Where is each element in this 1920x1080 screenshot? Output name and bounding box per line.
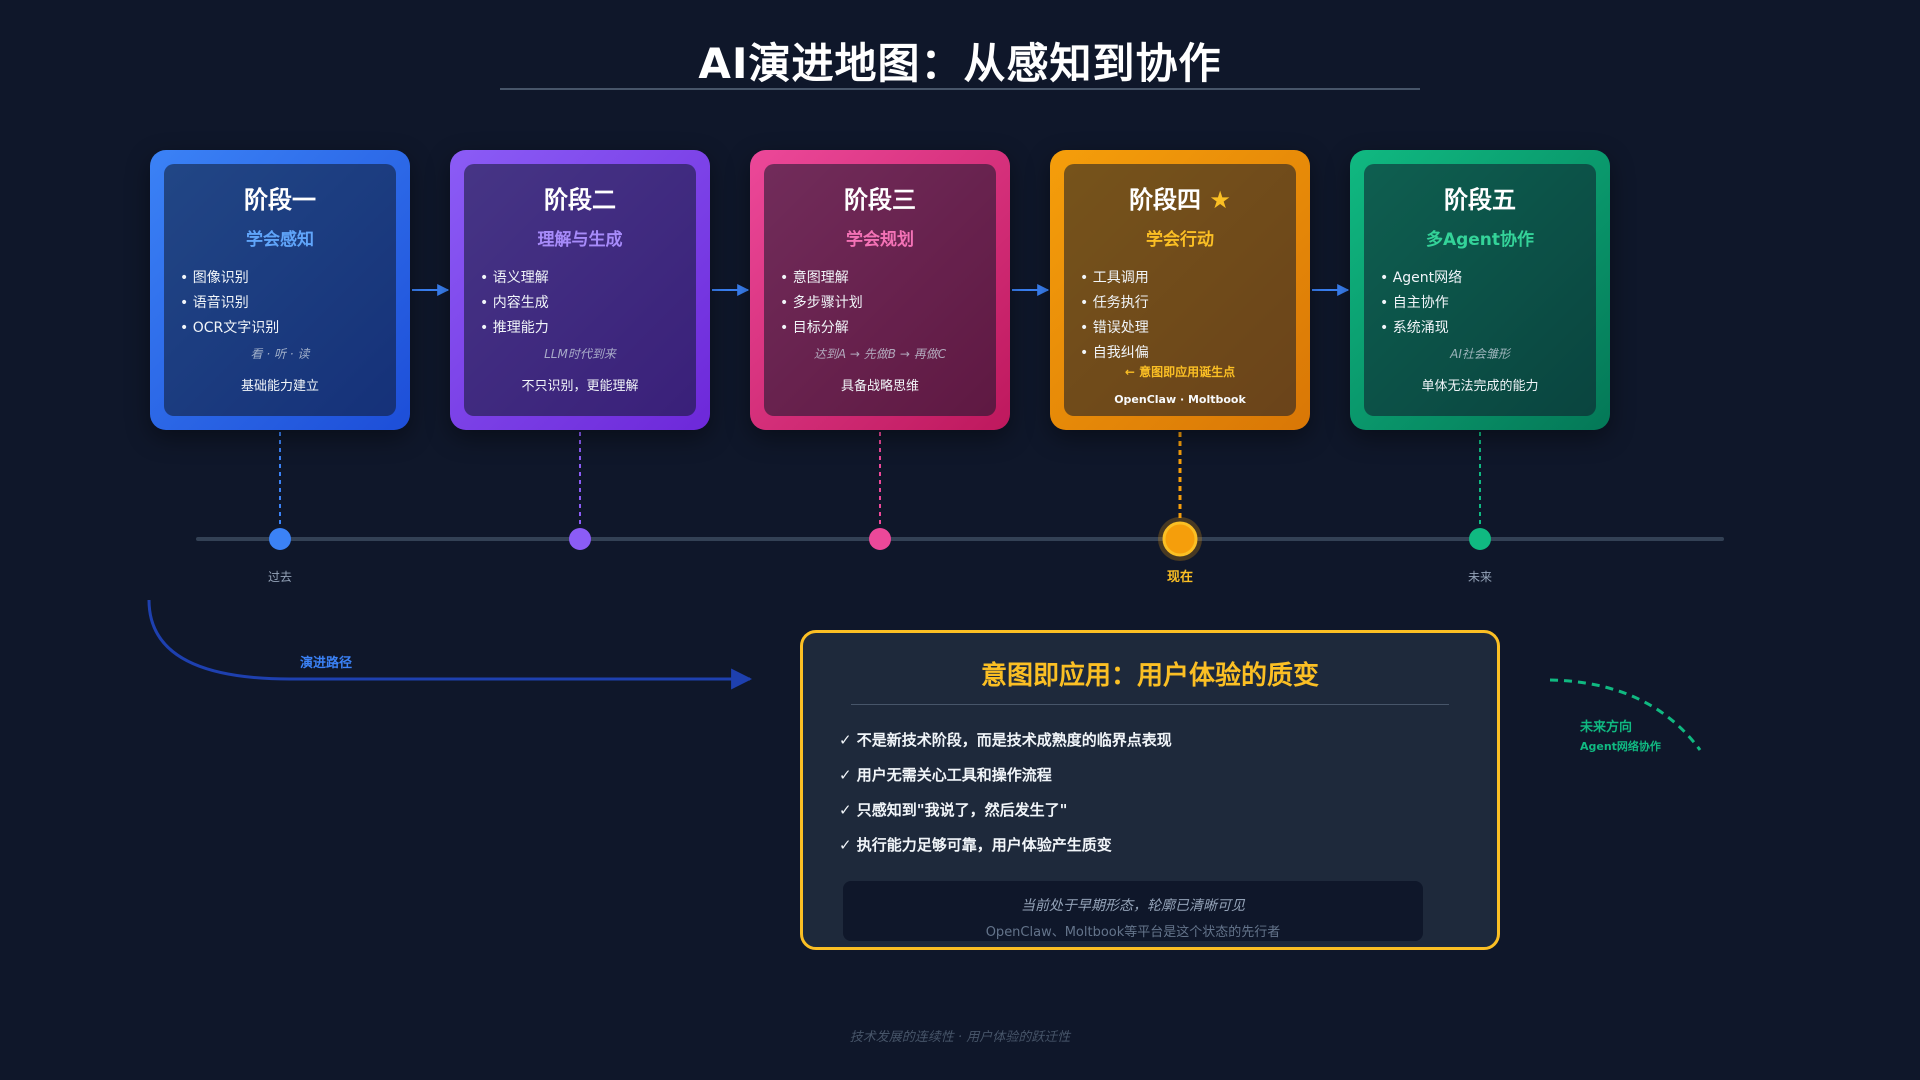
stage-item: • 错误处理	[1080, 320, 1149, 336]
stage-footer: 单体无法完成的能力	[1421, 379, 1539, 394]
title-divider	[500, 88, 1420, 90]
future-direction-sub: Agent网络协作	[1580, 740, 1661, 753]
stage-card-5: 阶段五 多Agent协作 • Agent网络 • 自主协作 • 系统涌现 AI社…	[1350, 150, 1610, 430]
timeline-label-past: 过去	[267, 570, 292, 584]
stage-item: • 意图理解	[780, 270, 849, 286]
stage-item: • 语义理解	[480, 270, 549, 286]
page-title: AI演进地图：从感知到协作	[698, 39, 1222, 88]
stage-title: 阶段五	[1444, 186, 1516, 214]
timeline-label-now: 现在	[1166, 570, 1193, 585]
stage-title-text: 阶段四	[1129, 186, 1202, 214]
timeline-node-2	[569, 528, 591, 550]
stage-item: • 目标分解	[780, 320, 849, 336]
panel-status-box: 当前处于早期形态，轮廓已清晰可见 OpenClaw、Moltbook等平台是这个…	[843, 881, 1423, 941]
stage-item: • OCR文字识别	[180, 320, 280, 336]
panel-status-sub: OpenClaw、Moltbook等平台是这个状态的先行者	[985, 925, 1281, 940]
stage-card-2: 阶段二 理解与生成 • 语义理解 • 内容生成 • 推理能力 LLM时代到来 不…	[450, 150, 710, 430]
intent-panel: 意图即应用：用户体验的质变 ✓ 不是新技术阶段，而是技术成熟度的临界点表现 ✓ …	[800, 630, 1500, 950]
stage-title: 阶段二	[544, 186, 616, 214]
stage-note: LLM时代到来	[544, 347, 616, 361]
star-icon: ★	[1209, 186, 1231, 214]
stage-title: 阶段一	[244, 186, 316, 214]
stage-item: • 系统涌现	[1380, 320, 1449, 336]
stage-item: • 自我纠偏	[1080, 345, 1149, 361]
stage-item: • 自主协作	[1380, 295, 1449, 311]
stage-card-1: 阶段一 学会感知 • 图像识别 • 语音识别 • OCR文字识别 看 · 听 ·…	[150, 150, 410, 430]
stage-footer: 具备战略思维	[840, 379, 919, 394]
future-direction-label: 未来方向	[1580, 720, 1633, 735]
future-direction-curve	[1549, 678, 1702, 751]
panel-item: ✓ 执行能力足够可靠，用户体验产生质变	[839, 836, 1112, 854]
stage-subtitle: 理解与生成	[537, 230, 623, 250]
panel-divider	[851, 704, 1449, 705]
stage-item: • 多步骤计划	[780, 295, 863, 311]
stage-item: • 工具调用	[1080, 270, 1149, 286]
panel-item: ✓ 不是新技术阶段，而是技术成熟度的临界点表现	[839, 731, 1172, 749]
stage-title: 阶段四 ★	[1080, 180, 1280, 215]
evolution-path-curve	[147, 599, 753, 690]
stage-footer: 不只识别，更能理解	[521, 379, 639, 394]
stage-note: ← 意图即应用诞生点	[1124, 365, 1236, 379]
stage-subtitle: 学会感知	[246, 230, 314, 250]
stage-item: • 推理能力	[480, 320, 549, 336]
timeline-node-1	[269, 528, 291, 550]
timeline-node-5	[1469, 528, 1491, 550]
stage-note: 看 · 听 · 读	[250, 347, 310, 361]
panel-item: ✓ 只感知到"我说了，然后发生了"	[839, 801, 1068, 819]
timeline-label-future: 未来	[1467, 570, 1492, 584]
page-footer: 技术发展的连续性 · 用户体验的跃迁性	[849, 1030, 1071, 1045]
stage-subtitle: 学会行动	[1146, 230, 1214, 250]
stage-item: • 语音识别	[180, 295, 249, 311]
stage-card-3: 阶段三 学会规划 • 意图理解 • 多步骤计划 • 目标分解 达到A → 先做B…	[750, 150, 1010, 430]
stage-card-4: 阶段四 ★ 学会行动 • 工具调用 • 任务执行 • 错误处理 • 自我纠偏 ←…	[1050, 150, 1310, 430]
stage-item: • 任务执行	[1080, 295, 1149, 311]
stage-note: 达到A → 先做B → 再做C	[813, 347, 947, 361]
stage-footer: 基础能力建立	[240, 379, 319, 394]
stage-subtitle: 多Agent协作	[1425, 230, 1535, 250]
stage-footer: OpenClaw · Moltbook	[1114, 393, 1246, 406]
stage-item: • Agent网络	[1380, 270, 1463, 286]
timeline-node-3	[869, 528, 891, 550]
stage-item: • 内容生成	[480, 295, 549, 311]
stage-subtitle: 学会规划	[846, 230, 914, 250]
timeline-node-4	[1162, 521, 1198, 557]
evolution-path-label: 演进路径	[300, 656, 353, 671]
stage-title: 阶段三	[844, 186, 916, 214]
panel-title: 意图即应用：用户体验的质变	[980, 661, 1319, 691]
panel-status-line: 当前处于早期形态，轮廓已清晰可见	[1021, 898, 1245, 914]
panel-item: ✓ 用户无需关心工具和操作流程	[839, 766, 1052, 784]
stage-item: • 图像识别	[180, 270, 249, 286]
stage-note: AI社会雏形	[1450, 347, 1510, 361]
